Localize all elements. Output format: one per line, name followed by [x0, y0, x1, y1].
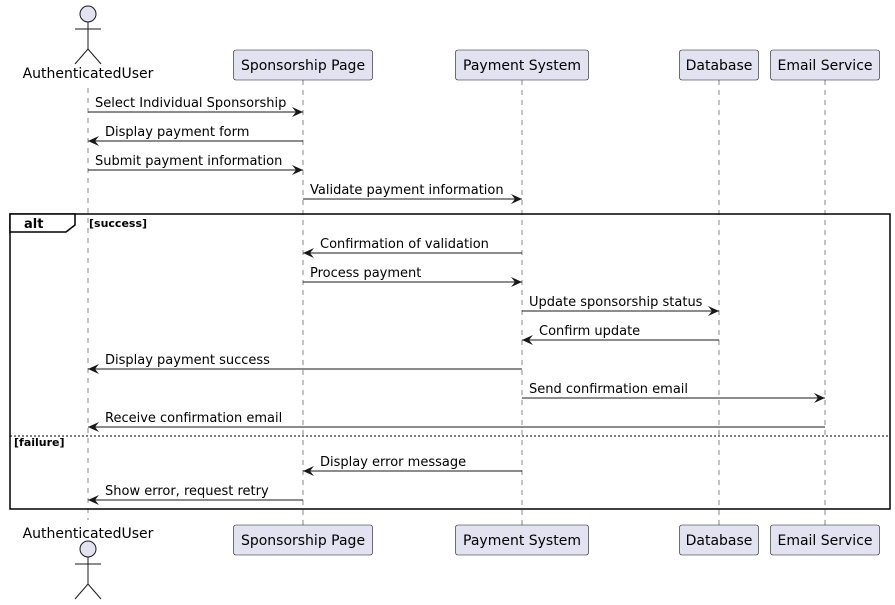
message: Send confirmation email	[522, 382, 825, 403]
message-label: Submit payment information	[95, 154, 282, 169]
participants: AuthenticatedUserAuthenticatedUserSponso…	[23, 5, 880, 600]
participant-box-db-top	[679, 49, 759, 81]
fragment-operator: alt	[24, 217, 43, 232]
participant-box-page-top	[233, 49, 373, 81]
message: Display payment form	[88, 125, 303, 146]
participant-label-page-top: Sponsorship Page	[241, 58, 365, 74]
message-label: Display payment form	[105, 125, 249, 140]
lifelines	[87, 80, 826, 525]
participant-label-top: AuthenticatedUser	[23, 66, 154, 82]
guard-success: [success]	[89, 217, 147, 230]
alt-frame-tab	[9, 213, 76, 233]
participant-box-db-bottom	[679, 524, 759, 556]
message: Select Individual Sponsorship	[88, 96, 303, 117]
message-label: Display error message	[320, 455, 466, 470]
message: Confirm update	[522, 324, 719, 345]
message-label: Display payment success	[105, 353, 270, 368]
message-label: Process payment	[310, 266, 421, 281]
participant-label-pay-top: Payment System	[463, 58, 581, 74]
actor-icon-top	[74, 5, 102, 65]
participant-label-bottom: AuthenticatedUser	[23, 526, 154, 542]
message-label: Update sponsorship status	[529, 295, 703, 310]
participant-label-db-top: Database	[686, 58, 753, 74]
participant-label-pay-bottom: Payment System	[463, 533, 581, 549]
message: Display payment success	[88, 353, 522, 374]
message: Submit payment information	[88, 154, 303, 175]
participant-box-page-bottom	[233, 524, 373, 556]
actor-head	[79, 540, 97, 558]
message: Process payment	[303, 266, 522, 287]
participant-label-page-bottom: Sponsorship Page	[241, 533, 365, 549]
message: Display error message	[303, 455, 522, 476]
participant-box-pay-bottom	[455, 524, 589, 556]
actor-legs	[74, 583, 102, 600]
participant-box-pay-top	[455, 49, 589, 81]
message: Confirmation of validation	[303, 237, 522, 258]
actor-head	[79, 5, 97, 23]
alt-fragment: alt [success] [failure]	[9, 213, 891, 510]
message-label: Receive confirmation email	[105, 411, 282, 426]
actor-legs	[74, 48, 102, 65]
message-label: Send confirmation email	[529, 382, 688, 397]
participant-label-email-bottom: Email Service	[777, 533, 872, 549]
message-label: Confirm update	[539, 324, 640, 339]
message: Receive confirmation email	[88, 411, 825, 432]
message-label: Show error, request retry	[105, 484, 269, 499]
guard-failure: [failure]	[14, 436, 65, 449]
participant-label-email-top: Email Service	[777, 58, 872, 74]
message-label: Select Individual Sponsorship	[95, 96, 286, 111]
alt-frame	[9, 213, 891, 510]
message: Validate payment information	[303, 183, 522, 204]
participant-label-db-bottom: Database	[686, 533, 753, 549]
actor-icon-bottom	[74, 540, 102, 600]
message: Update sponsorship status	[522, 295, 719, 316]
participant-box-email-top	[770, 49, 880, 81]
message: Show error, request retry	[88, 484, 303, 505]
message-label: Validate payment information	[310, 183, 504, 198]
participant-box-email-bottom	[770, 524, 880, 556]
message-label: Confirmation of validation	[320, 237, 489, 252]
